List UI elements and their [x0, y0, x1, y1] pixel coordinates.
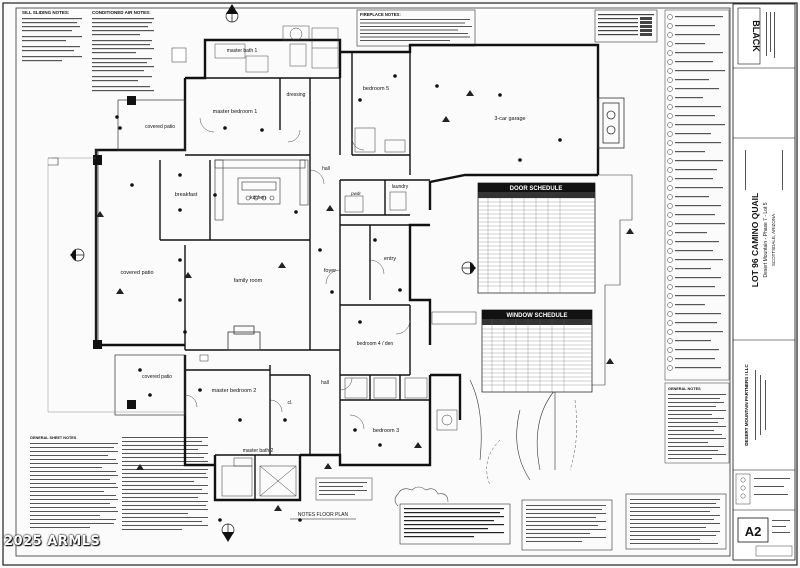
conditioned-air-notes-title: CONDITIONED AIR NOTES: [92, 10, 151, 15]
label-hall-1: hall [322, 166, 330, 172]
label-dressing: dressing [287, 92, 306, 98]
notes-top-left [22, 18, 154, 92]
firm-name: BLACK [751, 20, 761, 52]
window-schedule-title: WINDOW SCHEDULE [507, 313, 568, 319]
label-covered-patio-3: covered patio [142, 374, 172, 380]
label-entry: entry [384, 256, 396, 262]
firm-logo [737, 7, 761, 65]
project-subtitle: Desert Mountain - Phase 7 - Lot 5 [763, 202, 769, 277]
fireplace-notes-text [360, 19, 472, 41]
label-hall-2: hall [321, 380, 329, 386]
sheet-number: A2 [745, 524, 762, 539]
general-sheet-notes-title: GENERAL SHEET NOTES [30, 436, 77, 440]
legend-box [594, 9, 658, 43]
room-labels: master bath 1 dressing bedroom 5 3-car g… [120, 48, 525, 454]
watermark: 2025 ARMLS [4, 534, 101, 549]
keyed-notes [664, 9, 730, 381]
drawing-border [15, 7, 731, 557]
title-block: BLACK LOT 96 CAMINO QUAIL Desert Mountai… [732, 3, 796, 561]
plan-title: NOTES FLOOR PLAN [298, 512, 349, 518]
label-kitchen: kitchen [250, 195, 266, 201]
label-master-bath-1: master bath 1 [227, 48, 258, 54]
window-schedule: WINDOW SCHEDULE [481, 309, 593, 393]
general-notes-text [668, 394, 726, 459]
door-schedule: DOOR SCHEDULE [477, 182, 596, 294]
label-bedroom-3: bedroom 3 [373, 428, 399, 434]
label-covered-patio-1: covered patio [145, 124, 175, 130]
label-covered-patio-2: covered patio [120, 270, 153, 276]
label-master-bedroom-1: master bedroom 1 [213, 109, 258, 115]
lower-center-notes [315, 477, 727, 551]
floor-plan [47, 4, 634, 542]
label-laundry: laundry [392, 184, 409, 190]
label-bedroom-4-den: bedroom 4 / den [357, 341, 394, 347]
door-schedule-title: DOOR SCHEDULE [510, 186, 563, 192]
project-address: SCOTTSDALE, ARIZONA [771, 214, 776, 266]
label-garage: 3-car garage [494, 116, 525, 122]
label-master-bedroom-2: master bedroom 2 [212, 388, 257, 394]
label-powder: pwdr [351, 191, 361, 196]
label-master-bath-2: master bath 2 [243, 448, 274, 454]
general-notes-box [664, 382, 730, 464]
general-notes-title: GENERAL NOTES [668, 387, 701, 391]
revision-cloud [394, 486, 449, 507]
fireplace-notes-title: FIREPLACE NOTES: [360, 12, 401, 17]
owner-name: DESERT MOUNTAIN PARTNERS I LLC [744, 363, 749, 445]
label-bedroom-5: bedroom 5 [363, 86, 389, 92]
label-breakfast: breakfast [175, 192, 198, 198]
sheet-number-box [737, 517, 769, 543]
lower-left-notes: GENERAL SHEET NOTES [30, 436, 208, 530]
legend-rows [598, 14, 654, 36]
project-name: LOT 96 CAMINO QUAIL [750, 193, 760, 287]
label-family-room: family room [234, 278, 263, 284]
label-closet: cl. [288, 400, 293, 406]
sill-sliding-notes-title: SILL SLIDING NOTES: [22, 10, 70, 15]
keyed-notes-list [667, 14, 725, 371]
label-foyer: foyer [324, 268, 336, 274]
